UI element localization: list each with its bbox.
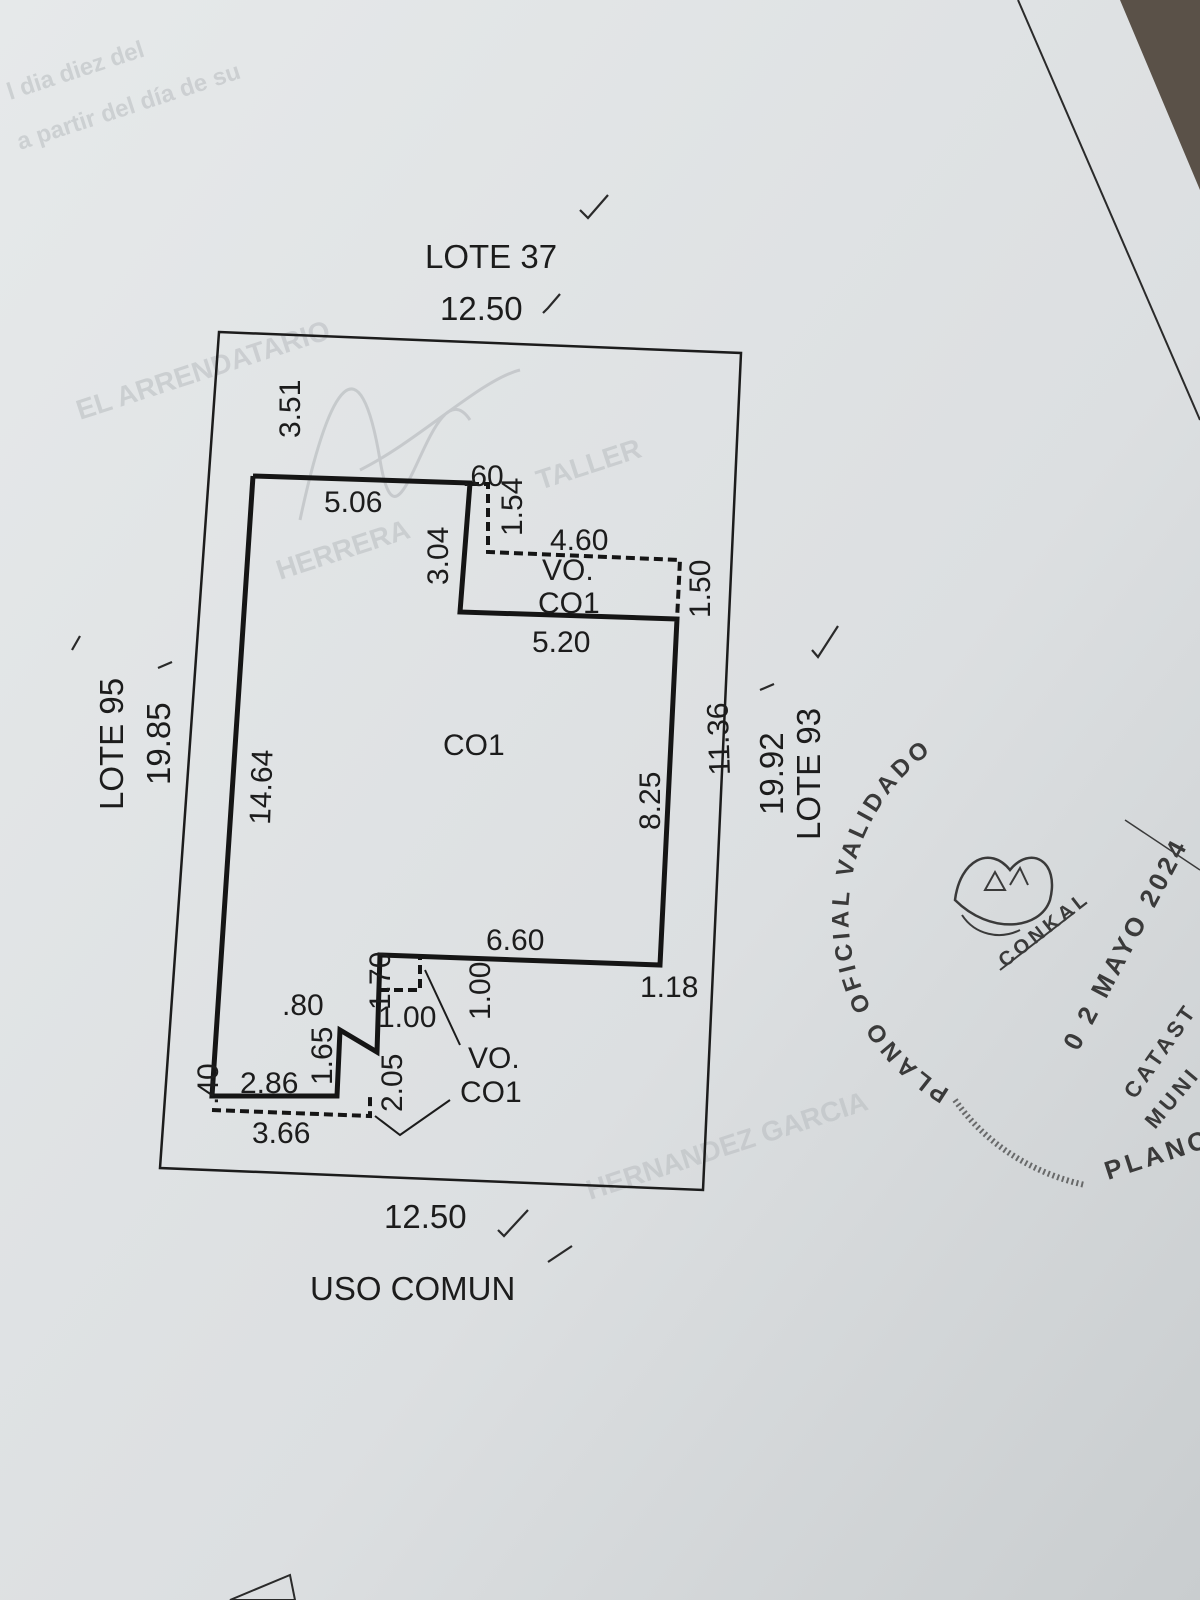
dim-bottom-wall: 6.60: [486, 924, 544, 957]
dim-left-wall: 14.64: [244, 749, 280, 825]
lot-boundary: [158, 330, 743, 1192]
dim-inner-step: 3.04: [422, 527, 455, 585]
south-neighbor-label: USO COMUN: [310, 1270, 515, 1307]
dim-porch-depth: 1.50: [684, 560, 717, 618]
sheet-corner-mark: [229, 1573, 297, 1600]
east-neighbor-label: LOTE 93: [790, 708, 827, 840]
dimension-labels: 3.51 14.64 5.06 .60 1.54 3.04 4.60 1.50 …: [192, 380, 737, 1150]
check-mark-8: [547, 1245, 573, 1263]
dim-small-100a: 1.00: [378, 1001, 436, 1034]
west-neighbor-label: LOTE 95: [93, 678, 130, 810]
dim-small-40: .40: [192, 1063, 225, 1105]
check-mark-7: [497, 1209, 529, 1238]
porch-bottom-dashed: [380, 956, 422, 992]
sheet-edge-line: [1017, 0, 1200, 421]
dim-notch-depth: 1.54: [496, 478, 529, 536]
room-porch-bottom-co: CO1: [460, 1076, 522, 1109]
dim-small-205: 2.05: [376, 1054, 409, 1112]
porch-top-dashed: [470, 482, 683, 621]
check-mark-4: [157, 660, 173, 670]
dim-porch-width: 4.60: [550, 524, 608, 557]
conkal-logo: [953, 856, 1054, 936]
dim-small-80: .80: [282, 989, 324, 1022]
dim-right-margin: 11.36: [701, 702, 737, 776]
dim-small-165: 1.65: [306, 1027, 339, 1085]
dim-right-wall: 8.25: [634, 772, 667, 830]
signature-ghost: [298, 368, 521, 521]
check-mark-3: [71, 635, 81, 651]
dim-step-width: 5.20: [532, 626, 590, 659]
north-neighbor-label: LOTE 37: [425, 238, 557, 275]
check-mark-2: [542, 293, 561, 314]
dim-small-286: 2.86: [240, 1067, 298, 1100]
north-length-label: 12.50: [440, 290, 523, 327]
dim-right-gap: 1.18: [640, 971, 698, 1004]
room-main: CO1: [443, 729, 505, 762]
check-mark-5: [811, 625, 839, 659]
check-mark-1: [579, 194, 609, 220]
porch-side-dashed: [211, 1096, 372, 1119]
west-length-label: 19.85: [140, 702, 177, 785]
building-outline: [209, 473, 680, 1099]
dim-front-setback: 3.51: [274, 380, 307, 438]
stamp-line: [1124, 819, 1200, 871]
room-porch-top-vo: VO.: [542, 554, 594, 587]
table-corner: [1120, 0, 1200, 190]
check-marks: [71, 194, 839, 1263]
vo-leader: [424, 969, 461, 1046]
room-labels: CO1 VO. CO1 VO. CO1: [443, 554, 600, 1109]
east-length-label: 19.92: [753, 732, 790, 815]
dim-top-wall: 5.06: [324, 486, 382, 519]
check-mark-6: [759, 682, 775, 692]
stamp-arc-smudge: [952, 1098, 1086, 1188]
dim-small-70: 1.70: [364, 952, 397, 1010]
south-length-label: 12.50: [384, 1198, 467, 1235]
porch-leader: [374, 1099, 451, 1137]
stamp-logo-underline: [999, 911, 1076, 971]
dim-small-366: 3.66: [252, 1117, 310, 1150]
room-porch-top-co: CO1: [538, 587, 600, 620]
room-porch-bottom-vo: VO.: [468, 1042, 520, 1075]
dim-small-100b: 1.00: [464, 962, 497, 1020]
dim-notch-width: .60: [462, 460, 504, 493]
